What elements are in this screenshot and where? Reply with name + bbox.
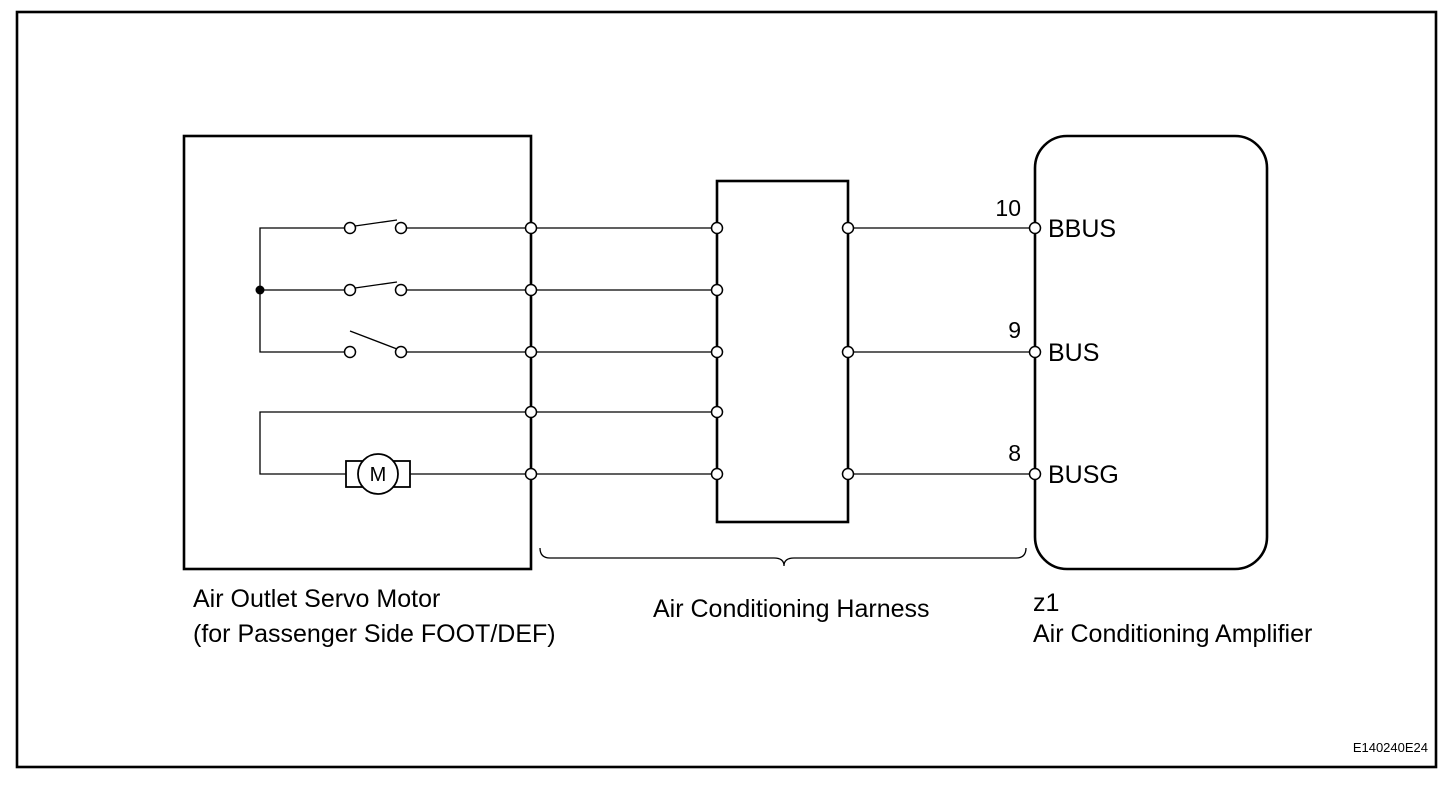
pin-label-busg: BUSG <box>1048 461 1119 489</box>
amplifier-component: 10 9 8 BBUS BUS BUSG <box>995 134 1269 571</box>
amplifier-name: Air Conditioning Amplifier <box>1033 620 1312 648</box>
servo-motor-component: M <box>182 134 538 571</box>
servo-terminal-1 <box>524 221 538 235</box>
harness-to-amplifier-wires <box>854 227 1029 475</box>
servo-to-harness-wires <box>537 227 711 475</box>
amplifier-pin-bbus <box>1028 221 1042 235</box>
servo-terminal-2 <box>524 283 538 297</box>
junction-dot <box>255 285 265 295</box>
motor-loop-wire <box>259 411 531 475</box>
pin-number-9: 9 <box>1008 317 1021 343</box>
figure-frame <box>15 10 1438 769</box>
harness-brace <box>539 547 1027 567</box>
figure-code: E140240E24 <box>1353 740 1428 755</box>
servo-terminal-3 <box>524 345 538 359</box>
switch-1 <box>343 219 531 235</box>
harness-box <box>715 179 850 524</box>
pin-number-10: 10 <box>995 195 1021 221</box>
motor-label: M <box>370 464 387 486</box>
amplifier-pin-bus <box>1028 345 1042 359</box>
servo-terminal-4 <box>524 405 538 419</box>
harness-component <box>710 179 855 524</box>
amplifier-code: z1 <box>1033 589 1059 617</box>
servo-motor-subtitle: (for Passenger Side FOOT/DEF) <box>193 620 556 648</box>
motor-symbol: M <box>345 453 411 495</box>
switch-2 <box>343 281 531 297</box>
servo-terminal-5 <box>524 467 538 481</box>
servo-motor-name: Air Outlet Servo Motor <box>193 585 440 613</box>
switch-3 <box>343 330 531 359</box>
amplifier-pin-busg <box>1028 467 1042 481</box>
pin-label-bus: BUS <box>1048 339 1099 367</box>
pin-label-bbus: BBUS <box>1048 215 1116 243</box>
pin-number-8: 8 <box>1008 440 1021 466</box>
harness-name: Air Conditioning Harness <box>653 595 930 623</box>
